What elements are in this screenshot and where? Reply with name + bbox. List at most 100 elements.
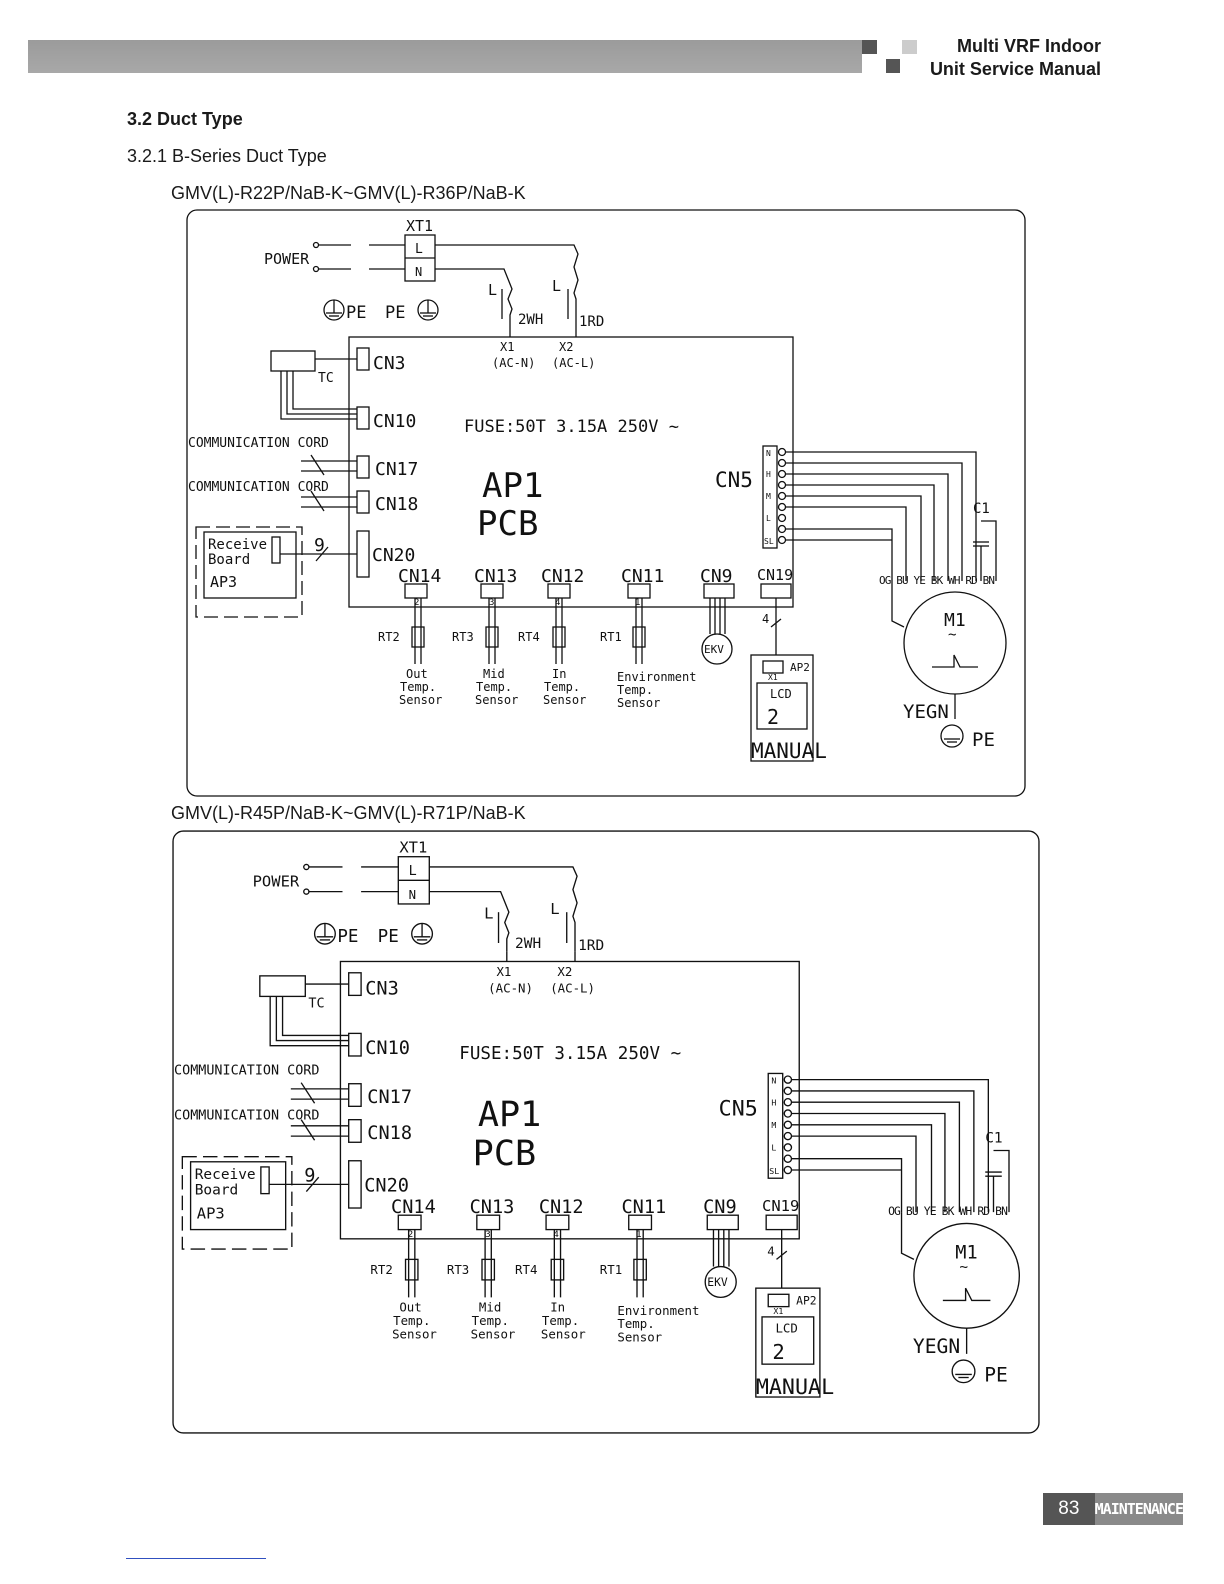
receive-board-outline [195, 526, 303, 618]
svg-text:Sensor: Sensor [471, 1328, 516, 1342]
svg-text:Receive: Receive [195, 1167, 256, 1183]
svg-text:Out: Out [399, 1301, 421, 1315]
svg-text:L: L [771, 1143, 776, 1153]
svg-text:L: L [484, 904, 493, 922]
svg-text:2: 2 [772, 1340, 784, 1364]
left-connectors [348, 972, 362, 1209]
svg-text:Environment: Environment [617, 670, 696, 684]
svg-text:Temp.: Temp. [400, 680, 436, 694]
svg-text:PE: PE [984, 1364, 1008, 1387]
header-bar [28, 40, 862, 73]
svg-text:PE: PE [385, 303, 405, 323]
svg-text:4: 4 [553, 1229, 559, 1240]
header-square-dark [862, 40, 877, 54]
svg-text:N: N [771, 1076, 776, 1086]
svg-text:Temp.: Temp. [472, 1314, 509, 1328]
svg-text:COMMUNICATION CORD: COMMUNICATION CORD [174, 1109, 319, 1124]
svg-text:C1: C1 [973, 501, 990, 517]
svg-text:CN12: CN12 [539, 1197, 584, 1218]
svg-text:RT1: RT1 [600, 630, 622, 644]
header-title-line1: Multi VRF Indoor [957, 36, 1101, 56]
svg-text:TC: TC [308, 997, 324, 1012]
receive-board-outline [181, 1155, 293, 1250]
svg-text:Sensor: Sensor [617, 1331, 662, 1345]
svg-text:XT1: XT1 [399, 839, 427, 857]
diagram-1-model: GMV(L)-R22P/NaB-K~GMV(L)-R36P/NaB-K [171, 183, 526, 203]
svg-text:PCB: PCB [473, 1133, 536, 1174]
svg-text:COMMUNICATION CORD: COMMUNICATION CORD [174, 1064, 319, 1079]
svg-text:~: ~ [959, 1260, 968, 1276]
svg-text:COMMUNICATION CORD: COMMUNICATION CORD [188, 436, 329, 451]
svg-text:3: 3 [489, 598, 494, 608]
left-connectors [356, 347, 370, 578]
svg-text:CN3: CN3 [373, 353, 406, 374]
svg-text:Sensor: Sensor [617, 696, 660, 710]
page-footer-tab: 83 MAINTENANCE [1043, 1493, 1184, 1525]
svg-text:1RD: 1RD [579, 314, 604, 330]
svg-text:AP3: AP3 [197, 1204, 225, 1222]
svg-text:CN13: CN13 [470, 1197, 515, 1218]
cn5-pins [777, 447, 787, 545]
transformer-tc [270, 350, 316, 372]
motor-pe-ground [940, 724, 964, 748]
svg-text:CN19: CN19 [762, 1197, 799, 1215]
cn5-connector [767, 1072, 784, 1179]
svg-text:CN20: CN20 [372, 545, 415, 566]
svg-text:RT2: RT2 [370, 1263, 392, 1277]
bottom-connectors [404, 583, 792, 599]
bottom-connectors [397, 1214, 798, 1231]
svg-text:CN18: CN18 [375, 494, 418, 515]
svg-text:1: 1 [635, 598, 640, 608]
svg-text:RT4: RT4 [518, 630, 540, 644]
header-square-light [902, 40, 917, 54]
svg-text:EKV: EKV [704, 643, 724, 656]
wiring-diagram: XT1 L N POWER PE PE 2WH 1RD L L X1 X2 (A… [186, 209, 1026, 797]
motor-pe-ground [951, 1359, 976, 1384]
svg-text:PE: PE [346, 303, 366, 323]
svg-text:Sensor: Sensor [543, 693, 586, 707]
svg-text:Environment: Environment [617, 1304, 699, 1318]
svg-text:OG BU YE BK WH RD BN: OG BU YE BK WH RD BN [888, 1204, 1008, 1218]
wiring-diagram: XT1 L N POWER PE PE 2WH 1RD L L X1 X2 (A… [172, 830, 1040, 1434]
svg-text:M1: M1 [944, 610, 966, 631]
svg-text:X1: X1 [773, 1306, 783, 1316]
motor-m1 [903, 591, 1007, 695]
svg-text:~: ~ [948, 627, 956, 643]
svg-text:(AC-L): (AC-L) [550, 981, 595, 995]
svg-text:Sensor: Sensor [541, 1328, 586, 1342]
ap2-manual-panel [750, 654, 814, 762]
header-title: Multi VRF Indoor Unit Service Manual [930, 35, 1101, 81]
diagram-2-model: GMV(L)-R45P/NaB-K~GMV(L)-R71P/NaB-K [171, 803, 526, 823]
svg-text:M: M [766, 492, 771, 501]
svg-text:Sensor: Sensor [399, 693, 442, 707]
svg-text:CN17: CN17 [367, 1087, 412, 1108]
svg-text:SL: SL [769, 1166, 779, 1176]
svg-text:X2: X2 [559, 340, 573, 354]
svg-text:LCD: LCD [770, 687, 792, 701]
svg-text:RT2: RT2 [378, 630, 400, 644]
svg-text:(AC-L): (AC-L) [552, 356, 595, 370]
ekv-valve [701, 633, 733, 665]
svg-text:L: L [409, 864, 417, 879]
svg-text:9: 9 [314, 535, 325, 556]
svg-text:Board: Board [195, 1183, 239, 1199]
svg-text:FUSE:50T 3.15A 250V ~: FUSE:50T 3.15A 250V ~ [464, 417, 679, 437]
svg-text:YEGN: YEGN [903, 701, 949, 723]
svg-text:RT4: RT4 [515, 1263, 537, 1277]
svg-text:XT1: XT1 [406, 217, 433, 235]
svg-text:Temp.: Temp. [544, 680, 580, 694]
svg-text:CN11: CN11 [622, 1197, 667, 1218]
svg-text:(AC-N): (AC-N) [492, 356, 535, 370]
svg-text:CN9: CN9 [700, 566, 733, 587]
svg-text:M: M [771, 1120, 776, 1130]
svg-text:CN3: CN3 [365, 978, 399, 999]
header-title-line2: Unit Service Manual [929, 59, 1101, 79]
svg-text:CN20: CN20 [364, 1176, 409, 1197]
svg-text:CN11: CN11 [621, 566, 664, 587]
svg-text:Temp.: Temp. [476, 680, 512, 694]
svg-text:AP1: AP1 [482, 466, 543, 506]
wiring-diagram-1: XT1 L N POWER PE PE 2WH 1RD L L X1 X2 (A… [186, 209, 1026, 797]
svg-text:RT3: RT3 [452, 630, 474, 644]
motor-m1 [913, 1222, 1021, 1329]
svg-text:YEGN: YEGN [913, 1335, 960, 1358]
